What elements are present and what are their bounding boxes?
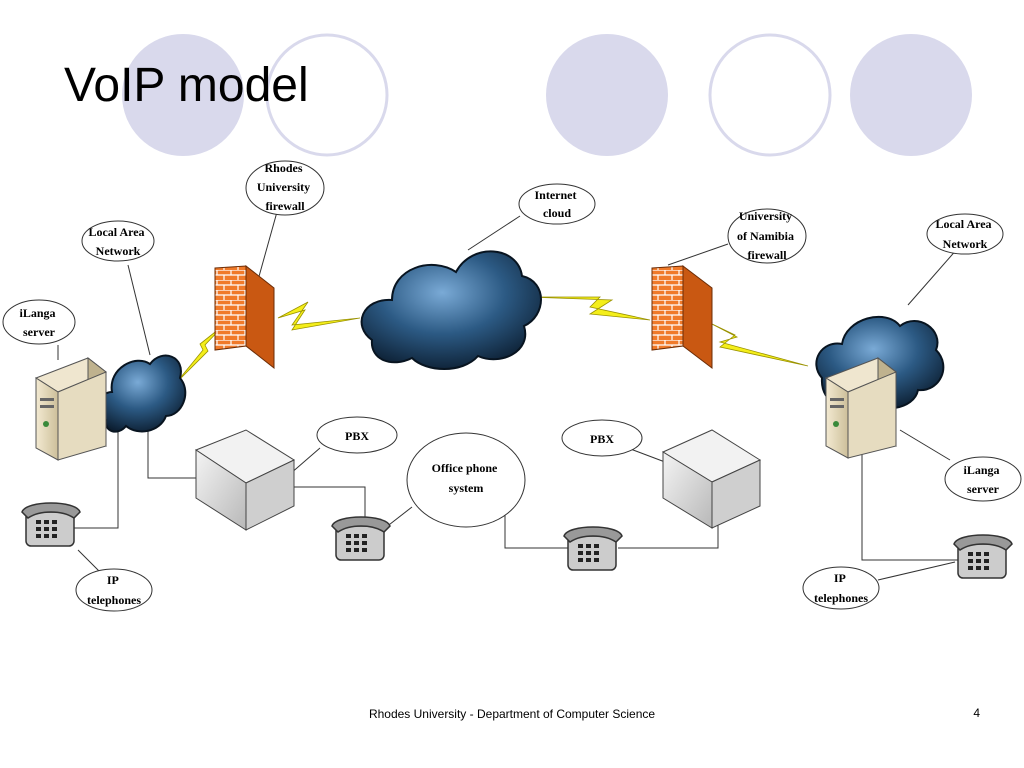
slide-title: VoIP model bbox=[64, 59, 309, 112]
label-bubble-lan-right bbox=[926, 213, 1004, 255]
label-namibia-firewall: University of Namibia firewall bbox=[737, 209, 797, 262]
slide-footer: Rhodes University - Department of Comput… bbox=[368, 707, 656, 721]
label-bubble-pbx-right bbox=[561, 419, 643, 457]
label-ip-telephones-right: IP telephones bbox=[814, 571, 868, 605]
decor-circle-outline bbox=[265, 33, 389, 157]
pbx-box-right-icon bbox=[661, 429, 762, 529]
label-lan-right: Local Area Network bbox=[935, 217, 994, 251]
namibia-firewall-icon bbox=[651, 264, 713, 370]
label-rhodes-firewall: Rhodes University firewall bbox=[257, 161, 313, 213]
label-bubble-rhodes-firewall bbox=[245, 160, 325, 216]
decor-circle-filled bbox=[122, 34, 244, 156]
label-ilanga-right: iLanga server bbox=[963, 463, 1002, 496]
label-lan-left: Local Area Network bbox=[88, 225, 147, 258]
lightning-icon bbox=[526, 296, 651, 321]
decor-circle-outline bbox=[708, 33, 832, 157]
internet-cloud-icon bbox=[360, 250, 542, 370]
decor-circle-filled bbox=[850, 34, 972, 156]
label-bubble-ip-tel-right bbox=[802, 566, 880, 610]
decor-circle-filled bbox=[546, 34, 668, 156]
namibia-telephone-icon bbox=[563, 526, 623, 571]
label-ip-telephones-left: IP telephones bbox=[87, 573, 141, 607]
label-bubble-internet bbox=[518, 183, 596, 225]
label-office-phone-system: Office phone system bbox=[432, 461, 501, 495]
rhodes-firewall-icon bbox=[214, 264, 275, 370]
office-telephone-icon bbox=[331, 516, 391, 561]
pbx-box-left-icon bbox=[194, 429, 296, 531]
ip-telephone-left-icon bbox=[21, 502, 81, 547]
page-number: 4 bbox=[973, 706, 980, 720]
lightning-icon bbox=[707, 321, 809, 367]
label-bubble-office-phone bbox=[406, 432, 526, 528]
label-ilanga-left: iLanga server bbox=[19, 306, 58, 339]
label-bubble-lan-left bbox=[81, 220, 155, 262]
lightning-bolts bbox=[175, 296, 809, 384]
label-bubble-ilanga-left bbox=[2, 299, 76, 345]
label-pbx-right: PBX bbox=[590, 432, 614, 446]
label-bubble-pbx-left bbox=[316, 416, 398, 454]
label-bubble-namibia-firewall bbox=[727, 208, 807, 264]
lan-cloud-left-icon bbox=[97, 354, 187, 433]
label-bubble-ip-tel-left bbox=[75, 568, 153, 612]
ilanga-server-left-icon bbox=[34, 356, 107, 461]
ip-telephone-right-icon bbox=[953, 534, 1013, 579]
label-pbx-left: PBX bbox=[345, 429, 369, 443]
lightning-icon bbox=[277, 301, 361, 331]
ilanga-server-right-icon bbox=[824, 356, 897, 459]
label-internet-cloud: Internet cloud bbox=[535, 188, 580, 220]
header-decoration bbox=[122, 33, 972, 157]
label-bubble-ilanga-right bbox=[944, 456, 1022, 502]
